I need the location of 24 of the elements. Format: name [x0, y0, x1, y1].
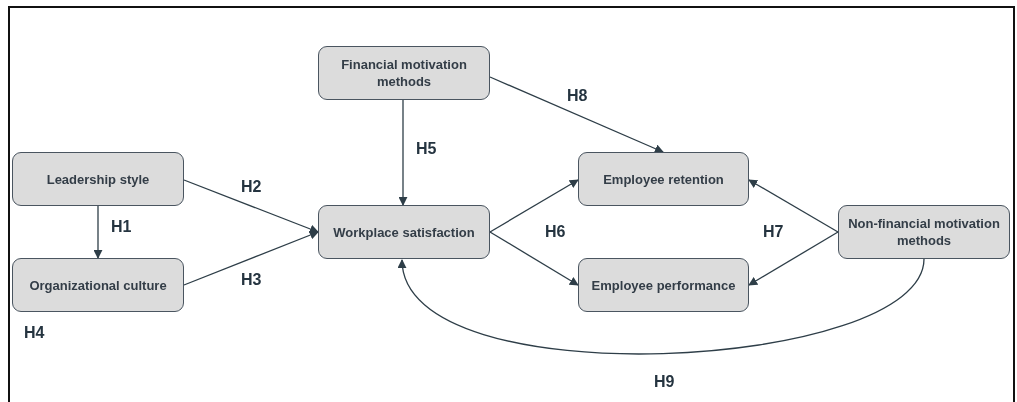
- arrow: [489, 179, 579, 233]
- process-box: [318, 205, 490, 259]
- node-label: Workplace satisfaction: [332, 223, 476, 241]
- process-box: [318, 46, 490, 100]
- node-label: Employee performance: [590, 276, 737, 294]
- arrow: [400, 258, 925, 355]
- arrow: [398, 99, 408, 206]
- node-label: Organizational culture: [28, 276, 168, 294]
- process-box: [838, 205, 1010, 259]
- arrow: [183, 230, 319, 286]
- node-label: Employee retention: [602, 170, 725, 188]
- node-label: Non-financial motivation methods: [847, 215, 1001, 249]
- process-box: [12, 258, 184, 312]
- arrow: [748, 231, 839, 286]
- arrow: [183, 179, 319, 234]
- arrow: [93, 205, 103, 259]
- arrow: [489, 76, 664, 153]
- arrow: [489, 231, 579, 286]
- node-label: Financial motivation methods: [340, 56, 468, 90]
- process-box: [12, 152, 184, 206]
- node-label: Leadership style: [45, 170, 151, 188]
- process-box: [578, 152, 749, 206]
- arrow: [748, 179, 839, 233]
- process-box: [578, 258, 749, 312]
